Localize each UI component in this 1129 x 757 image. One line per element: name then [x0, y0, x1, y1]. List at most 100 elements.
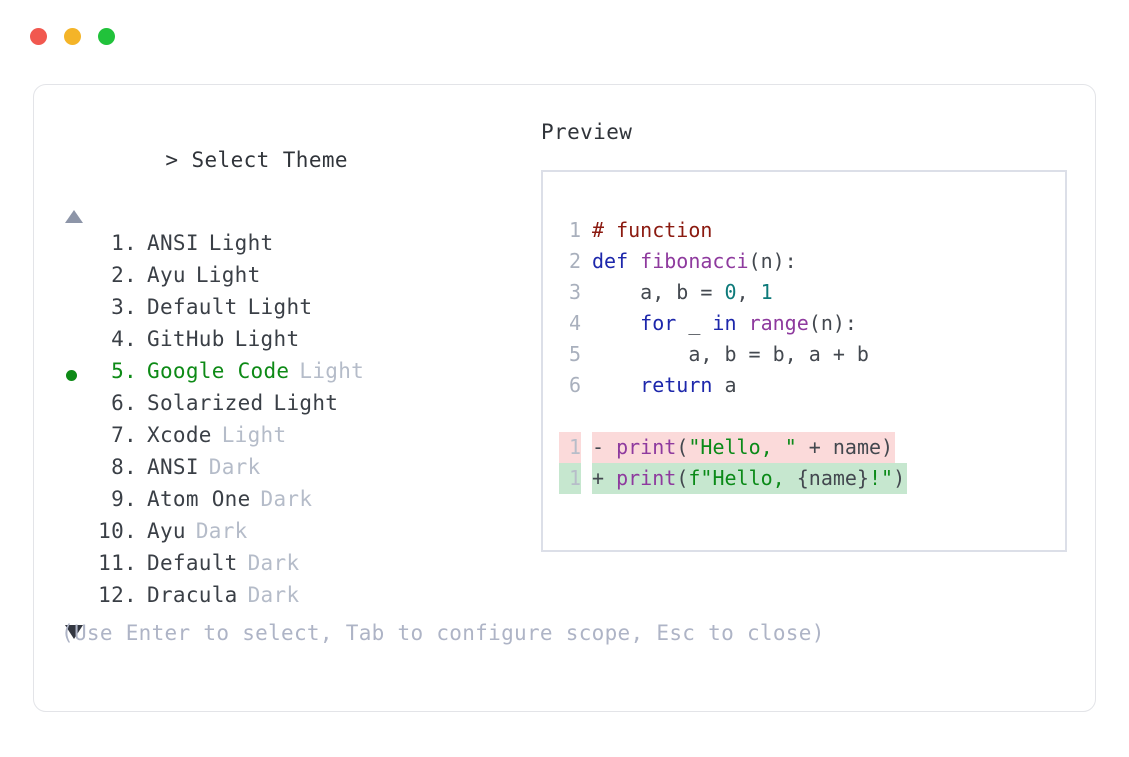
minimize-button[interactable]: [64, 27, 81, 45]
theme-item-variant: Dark: [247, 583, 300, 607]
theme-item-variant: Dark: [195, 519, 248, 543]
code-token: 1: [760, 280, 773, 304]
code-line: 5 a, b = b, a + b: [559, 339, 1065, 370]
theme-item-variant: Dark: [208, 455, 261, 479]
code-token: [737, 311, 749, 335]
theme-item-variant: Light: [221, 423, 287, 447]
code-token: (: [676, 466, 689, 490]
scroll-up-icon[interactable]: [65, 210, 83, 223]
theme-list-item[interactable]: 12. Dracula Dark: [61, 583, 531, 615]
code-line-text: for _ in range(n):: [592, 308, 857, 339]
theme-item-variant: Light: [208, 231, 274, 255]
code-line-text: a, b = b, a + b: [592, 339, 869, 370]
diff-line-added: 1+ print(f"Hello, {name}!"): [559, 463, 1065, 494]
code-token: {name}: [796, 466, 869, 490]
code-token: a: [712, 373, 737, 397]
theme-item-name: Default: [147, 295, 238, 319]
theme-item-variant: Light: [247, 295, 313, 319]
theme-item-name: Ayu: [147, 263, 186, 287]
theme-item-index: 7.: [111, 423, 137, 447]
theme-item-name: ANSI: [147, 455, 199, 479]
close-button[interactable]: [30, 27, 47, 45]
code-token: + name): [796, 435, 894, 459]
theme-item-name: ANSI: [147, 231, 199, 255]
code-token: print: [616, 466, 677, 490]
code-token: fibonacci: [640, 249, 749, 273]
theme-item-name: Dracula: [147, 583, 238, 607]
code-line-text: def fibonacci(n):: [592, 246, 797, 277]
preview-label: Preview: [541, 120, 633, 144]
code-token: (: [676, 435, 689, 459]
code-token: +: [592, 466, 617, 490]
diff-line-removed: 1- print("Hello, " + name): [559, 432, 1065, 463]
code-line: 2 def fibonacci(n):: [559, 246, 1065, 277]
theme-item-index: 1.: [111, 231, 137, 255]
line-number: 5: [568, 342, 581, 366]
code-token: def: [592, 249, 641, 273]
code-token: a, b =: [592, 280, 725, 304]
code-token: ): [893, 466, 906, 490]
theme-item-name: Default: [147, 551, 238, 575]
code-token: # function: [592, 218, 713, 242]
keyboard-hint: (Use Enter to select, Tab to configure s…: [61, 621, 825, 645]
theme-item-index: 12.: [98, 583, 137, 607]
theme-list-item[interactable]: 1. ANSI Light: [61, 231, 531, 263]
code-token: -: [592, 435, 617, 459]
code-token: print: [616, 435, 677, 459]
theme-item-name: GitHub: [147, 327, 225, 351]
code-preview: 1 # function 2 def fibonacci(n):3 a, b = 0,…: [559, 215, 1065, 494]
theme-item-name: Atom One: [147, 487, 251, 511]
code-token: _: [676, 311, 713, 335]
theme-item-index: 11.: [98, 551, 137, 575]
theme-list-item[interactable]: 5. Google Code Light: [61, 359, 531, 391]
theme-item-name: Xcode: [147, 423, 212, 447]
window-titlebar: [0, 0, 1129, 72]
code-line-text: a, b = 0, 1: [592, 277, 773, 308]
line-number: 2: [568, 249, 581, 273]
theme-item-index: 4.: [111, 327, 137, 351]
code-token: range: [748, 311, 809, 335]
theme-list-item[interactable]: 3. Default Light: [61, 295, 531, 327]
code-line: 4 for _ in range(n):: [559, 308, 1065, 339]
code-token: a, b = b, a + b: [592, 342, 869, 366]
preview-column: Preview 1 # function 2 def fibonacci(n):3 a…: [541, 118, 1071, 552]
preview-box: 1 # function 2 def fibonacci(n):3 a, b = 0,…: [541, 170, 1067, 552]
theme-list-item[interactable]: 7. Xcode Light: [61, 423, 531, 455]
theme-item-index: 10.: [98, 519, 137, 543]
scroll-down-icon[interactable]: [65, 625, 83, 639]
diff-line-number: 1: [559, 432, 581, 463]
prompt-header: > Select Theme: [61, 118, 531, 202]
code-token: !": [868, 466, 894, 490]
line-number: 4: [568, 311, 581, 335]
zoom-button[interactable]: [98, 27, 115, 45]
line-number: 1: [568, 218, 581, 242]
theme-item-name: Google Code: [147, 359, 290, 383]
diff-line-text: - print("Hello, " + name): [592, 432, 896, 463]
theme-item-variant: Light: [299, 359, 365, 383]
theme-item-index: 2.: [111, 263, 137, 287]
diff-line-number: 1: [559, 463, 581, 494]
code-token: "Hello, ": [688, 435, 797, 459]
selection-dot: [66, 369, 77, 381]
theme-item-index: 3.: [111, 295, 137, 319]
code-line: 1 # function: [559, 215, 1065, 246]
selected-bullet-icon: [61, 369, 91, 381]
theme-list-item[interactable]: 11. Default Dark: [61, 551, 531, 583]
code-line-text: # function: [592, 215, 712, 246]
code-blank-line: [559, 401, 1065, 432]
code-line-text: return a: [592, 370, 737, 401]
theme-item-index: 5.: [111, 359, 137, 383]
code-token: ,: [736, 280, 761, 304]
code-line: 3 a, b = 0, 1: [559, 277, 1065, 308]
theme-item-variant: Dark: [247, 551, 300, 575]
